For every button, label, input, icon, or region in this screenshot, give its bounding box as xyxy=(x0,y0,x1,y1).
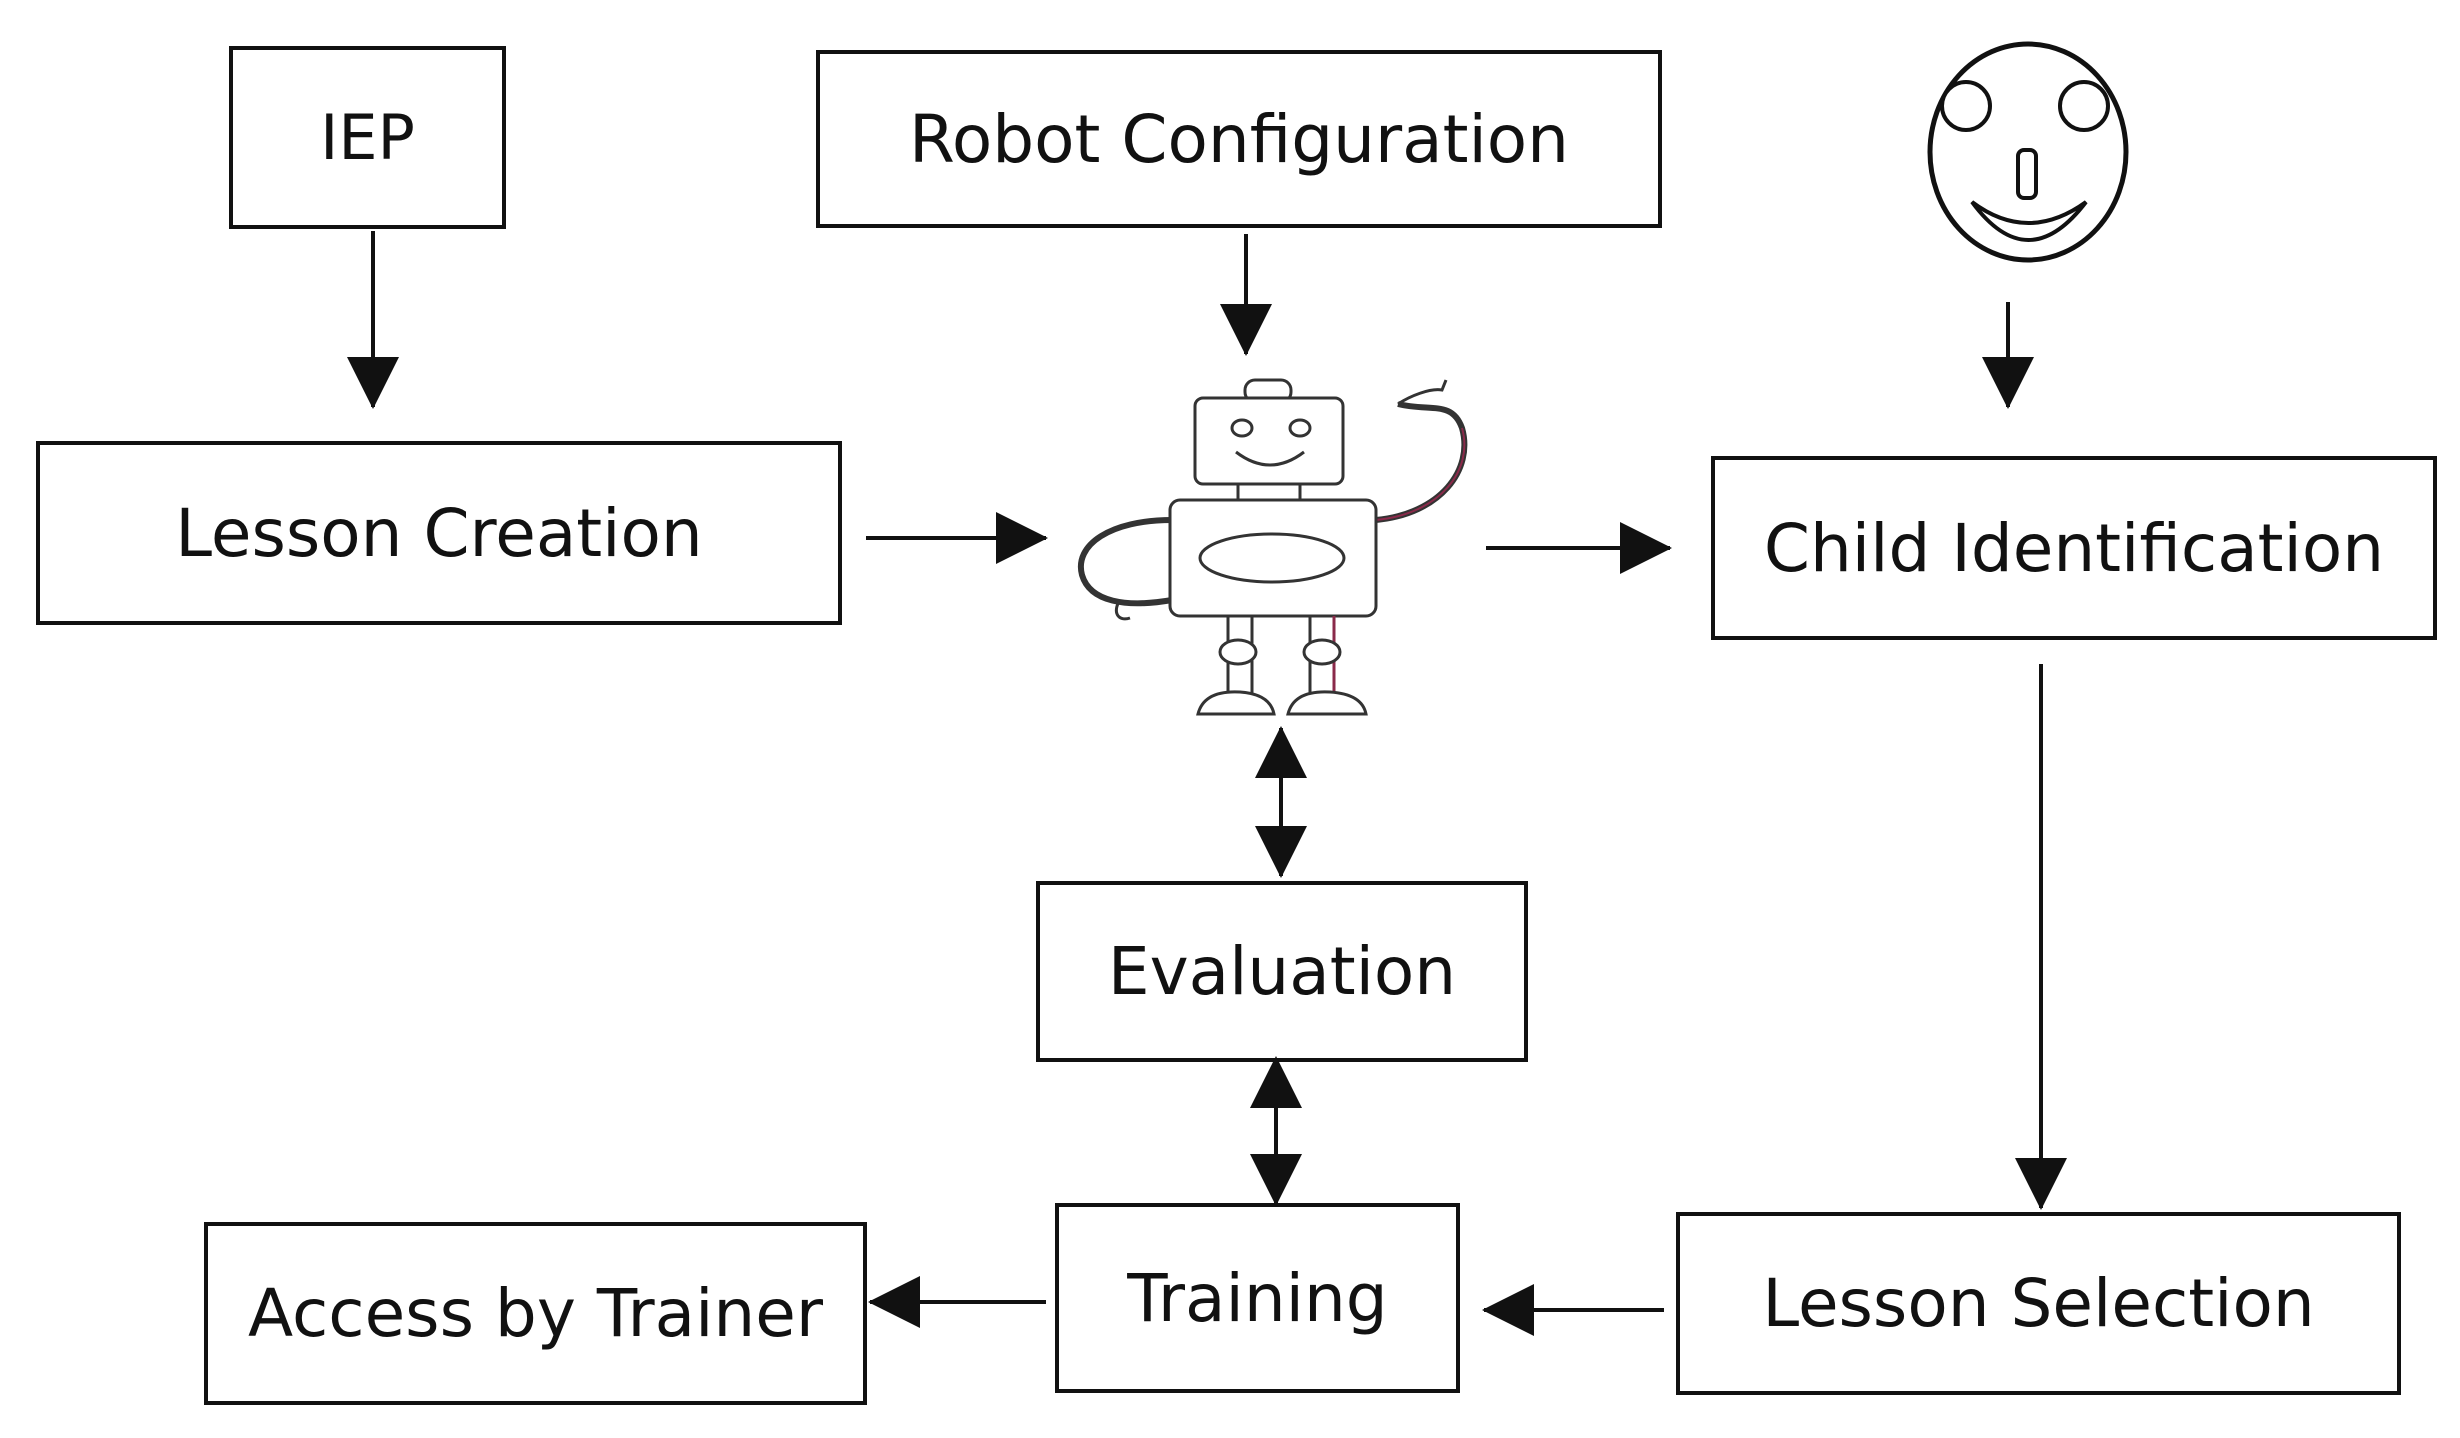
robot-icon xyxy=(1077,378,1468,716)
smiley-face-icon xyxy=(1927,41,2129,263)
access-by-trainer-label: Access by Trainer xyxy=(248,1275,823,1352)
evaluation-box: Evaluation xyxy=(1036,881,1528,1062)
training-box: Training xyxy=(1055,1203,1460,1393)
robot-configuration-box: Robot Configuration xyxy=(816,50,1662,228)
child-identification-box: Child Identification xyxy=(1711,456,2437,640)
lesson-selection-box: Lesson Selection xyxy=(1676,1212,2401,1395)
evaluation-label: Evaluation xyxy=(1107,933,1457,1010)
lesson-creation-label: Lesson Creation xyxy=(175,494,703,572)
lesson-selection-label: Lesson Selection xyxy=(1762,1265,2315,1342)
training-label: Training xyxy=(1127,1259,1388,1337)
access-by-trainer-box: Access by Trainer xyxy=(204,1222,867,1405)
iep-label: IEP xyxy=(320,101,415,174)
iep-box: IEP xyxy=(229,46,506,229)
child-identification-label: Child Identification xyxy=(1763,509,2385,587)
lesson-creation-box: Lesson Creation xyxy=(36,441,842,625)
robot-configuration-label: Robot Configuration xyxy=(909,100,1569,178)
